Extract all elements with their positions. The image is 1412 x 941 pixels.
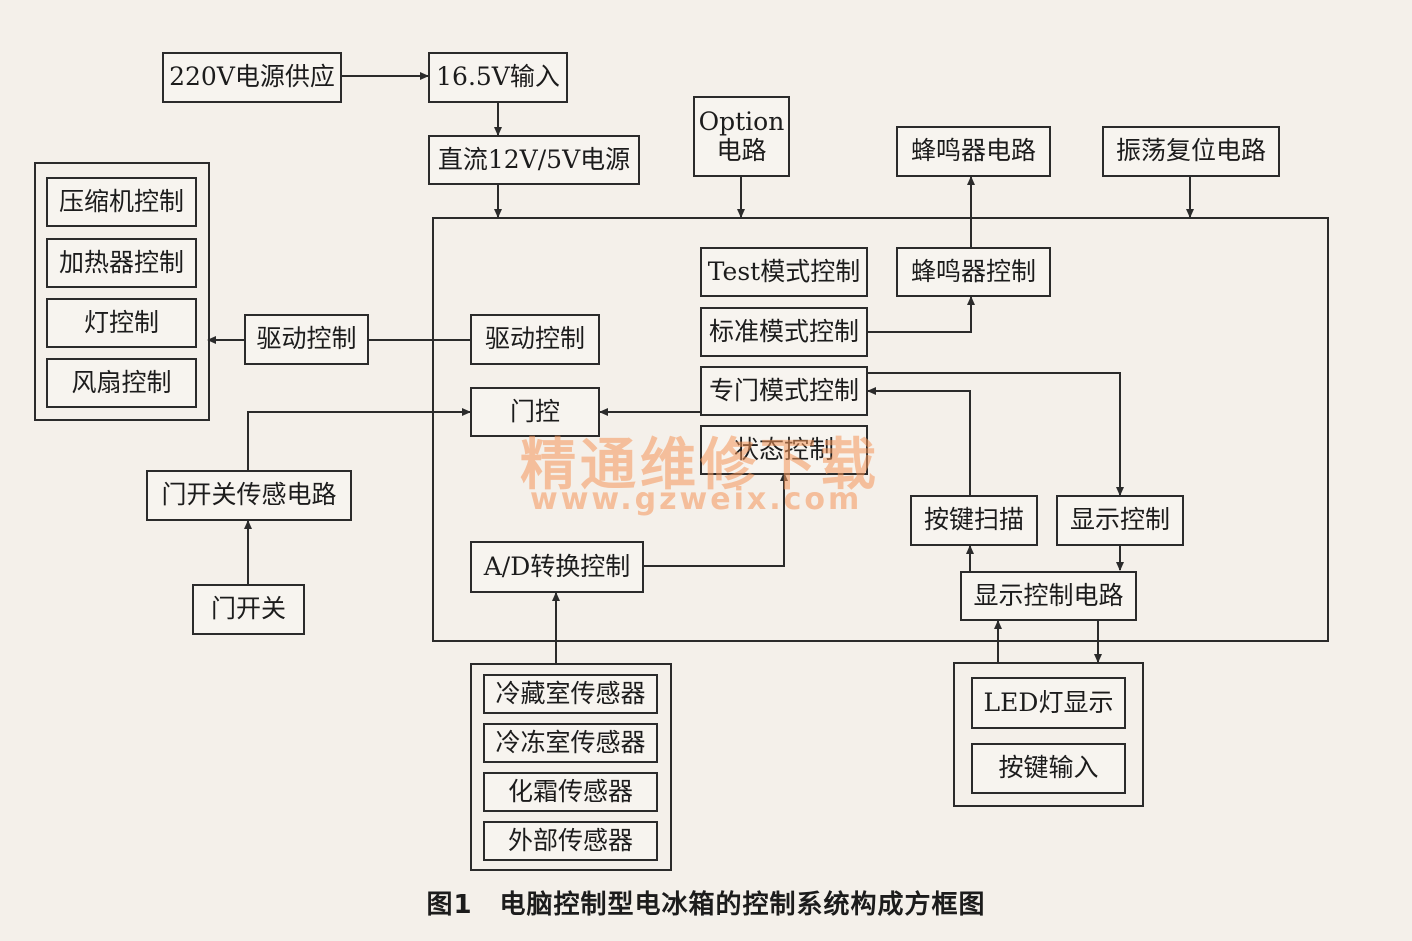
freezer-sensor-box: 冷冻室传感器 <box>483 723 658 763</box>
display-ctrl-circuit-label: 显示控制电路 <box>973 580 1124 610</box>
option-circuit-box: Option 电路 <box>693 96 790 177</box>
test-mode-box: Test模式控制 <box>700 247 868 297</box>
drive-ctrl-outer-label: 驱动控制 <box>256 324 357 354</box>
sensor-group <box>470 663 672 871</box>
defrost-sensor-box: 化霜传感器 <box>483 772 658 812</box>
heater-ctrl-label: 加热器控制 <box>58 247 184 277</box>
door-sensor-circuit-box: 门开关传感电路 <box>146 470 352 521</box>
drive-ctrl-inner-box: 驱动控制 <box>470 314 600 365</box>
fridge-sensor-label: 冷藏室传感器 <box>495 678 646 708</box>
door-switch-label: 门开关 <box>210 594 286 624</box>
fan-ctrl-box: 风扇控制 <box>46 358 197 408</box>
display-ctrl-circuit-box: 显示控制电路 <box>960 571 1137 621</box>
wire-keyscan-to-special <box>867 387 971 495</box>
dc-power-label: 直流12V/5V电源 <box>437 144 631 174</box>
special-mode-label: 专门模式控制 <box>708 375 859 405</box>
power-220v-label: 220V电源供应 <box>169 62 335 92</box>
option-label-line2: 电路 <box>716 135 767 165</box>
oscillator-reset-box: 振荡复位电路 <box>1102 126 1280 177</box>
compressor-ctrl-label: 压缩机控制 <box>58 186 184 216</box>
loads-group <box>34 162 210 421</box>
key-input-box: 按键输入 <box>971 743 1126 794</box>
door-ctrl-box: 门控 <box>470 387 600 437</box>
panel-group <box>953 662 1144 807</box>
external-sensor-label: 外部传感器 <box>507 825 633 855</box>
door-switch-box: 门开关 <box>192 584 305 635</box>
mcu-frame <box>432 217 1329 642</box>
heater-ctrl-box: 加热器控制 <box>46 238 197 288</box>
ad-convert-label: A/D转换控制 <box>483 551 631 581</box>
input-16v-box: 16.5V输入 <box>428 52 568 103</box>
led-display-label: LED灯显示 <box>983 687 1114 717</box>
wire-standard-to-buzzerctrl <box>867 296 975 333</box>
lamp-ctrl-box: 灯控制 <box>46 298 197 348</box>
door-sensor-circuit-label: 门开关传感电路 <box>161 480 337 510</box>
key-scan-box: 按键扫描 <box>910 495 1038 546</box>
power-220v-box: 220V电源供应 <box>162 52 342 103</box>
ad-convert-box: A/D转换控制 <box>470 541 644 593</box>
fan-ctrl-label: 风扇控制 <box>71 367 172 397</box>
display-ctrl-box: 显示控制 <box>1056 495 1184 546</box>
wire-special-to-display <box>868 372 1124 496</box>
freezer-sensor-label: 冷冻室传感器 <box>495 727 646 757</box>
standard-mode-label: 标准模式控制 <box>708 316 859 346</box>
special-mode-box: 专门模式控制 <box>700 366 868 416</box>
drive-ctrl-inner-label: 驱动控制 <box>484 324 585 354</box>
buzzer-ctrl-label: 蜂鸣器控制 <box>910 256 1036 286</box>
standard-mode-box: 标准模式控制 <box>700 307 868 357</box>
lamp-ctrl-label: 灯控制 <box>83 307 159 337</box>
buzzer-ctrl-box: 蜂鸣器控制 <box>896 247 1051 297</box>
door-ctrl-label: 门控 <box>509 396 560 426</box>
wire-doorsensor-to-door <box>247 408 471 470</box>
status-ctrl-box: 状态控制 <box>700 425 868 475</box>
defrost-sensor-label: 化霜传感器 <box>507 776 633 806</box>
drive-ctrl-outer-box: 驱动控制 <box>244 314 369 365</box>
buzzer-circuit-box: 蜂鸣器电路 <box>896 126 1051 177</box>
display-ctrl-label: 显示控制 <box>1069 505 1170 535</box>
compressor-ctrl-box: 压缩机控制 <box>46 177 197 227</box>
wire-ad-to-status <box>644 472 788 567</box>
test-mode-label: Test模式控制 <box>707 256 861 286</box>
figure-caption: 图1 电脑控制型电冰箱的控制系统构成方框图 <box>426 890 986 920</box>
dc-power-box: 直流12V/5V电源 <box>428 135 640 185</box>
external-sensor-box: 外部传感器 <box>483 821 658 861</box>
key-input-label: 按键输入 <box>998 753 1099 783</box>
fridge-sensor-box: 冷藏室传感器 <box>483 674 658 714</box>
status-ctrl-label: 状态控制 <box>733 434 834 464</box>
input-16v-label: 16.5V输入 <box>436 62 560 92</box>
buzzer-circuit-label: 蜂鸣器电路 <box>910 136 1036 166</box>
key-scan-label: 按键扫描 <box>923 505 1024 535</box>
led-display-box: LED灯显示 <box>971 677 1126 729</box>
oscillator-reset-label: 振荡复位电路 <box>1115 136 1266 166</box>
option-label-line1: Option <box>698 106 785 136</box>
